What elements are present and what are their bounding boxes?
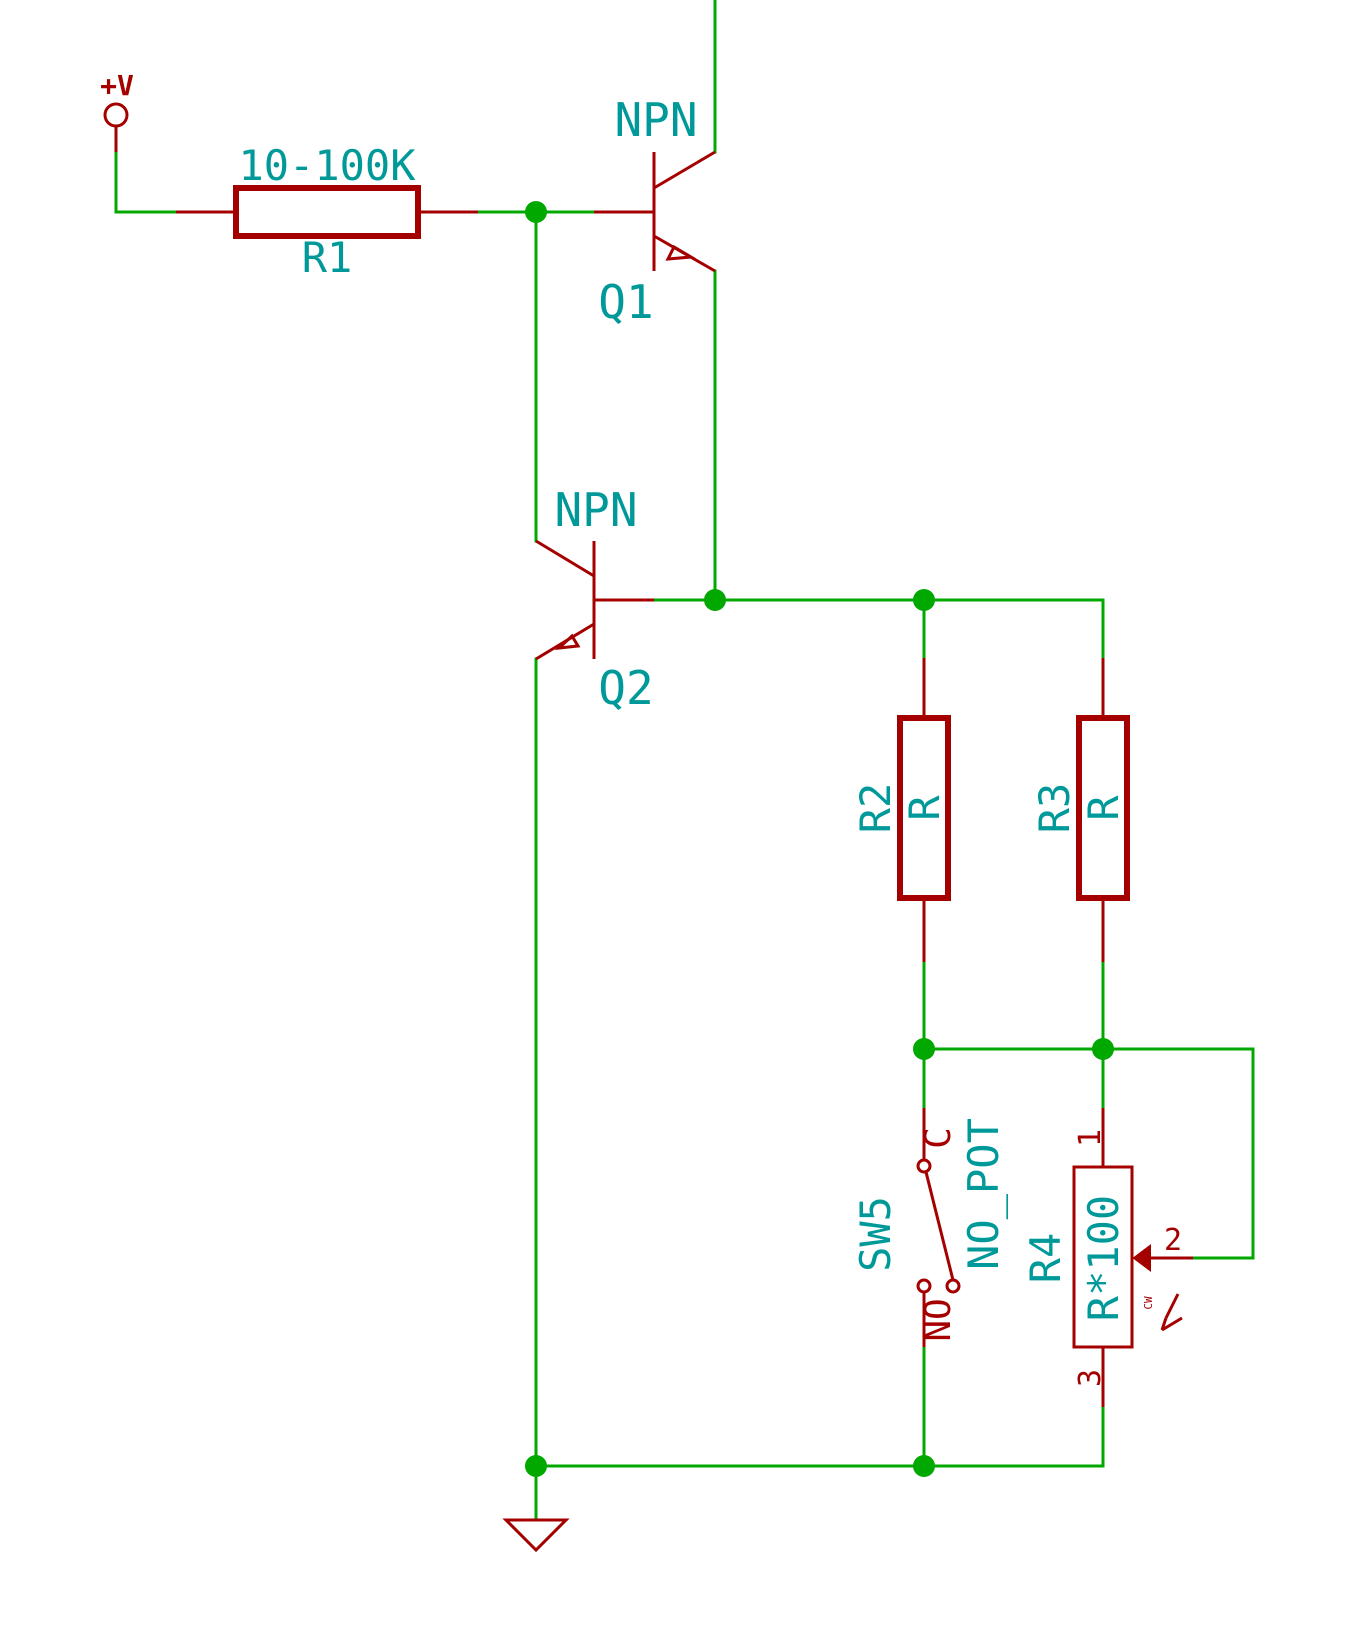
r4-pin1: 1 bbox=[1073, 1129, 1108, 1147]
q2-ref: Q2 bbox=[598, 661, 653, 715]
wire-power-to-r1 bbox=[114, 150, 178, 214]
ground-icon bbox=[502, 1518, 570, 1553]
r4-cw-label: CW bbox=[1142, 1296, 1155, 1310]
r4-value: R*100 bbox=[1079, 1195, 1128, 1321]
r4-pin2: 2 bbox=[1164, 1223, 1182, 1258]
r2-ref: R2 bbox=[851, 783, 900, 834]
npn-transistor-icon bbox=[535, 539, 654, 661]
switch-icon bbox=[916, 1108, 961, 1347]
sw5-pin-c: C bbox=[918, 1127, 959, 1149]
potentiometer-icon bbox=[1072, 1108, 1193, 1407]
power-label: +V bbox=[100, 69, 134, 102]
r4-ref: R4 bbox=[1021, 1233, 1070, 1284]
resistor-icon bbox=[176, 185, 478, 239]
junctions bbox=[525, 201, 1114, 1477]
q2-value: NPN bbox=[554, 483, 637, 537]
wire-ground-to-r4-pin3 bbox=[922, 1405, 1105, 1468]
wire-mid-node-to-wiper bbox=[922, 1047, 1255, 1260]
sw5-ref: SW5 bbox=[851, 1196, 900, 1272]
wire-top-to-r3 bbox=[922, 598, 1105, 660]
junction-mid-left bbox=[913, 1038, 935, 1060]
junction-ground-left bbox=[525, 1455, 547, 1477]
junction-mid-right bbox=[1092, 1038, 1114, 1060]
power-flag-icon bbox=[103, 102, 129, 152]
r3-ref: R3 bbox=[1030, 783, 1079, 834]
junction-q1-base bbox=[525, 201, 547, 223]
junction-top-rail bbox=[913, 589, 935, 611]
q1-ref: Q1 bbox=[598, 275, 653, 329]
r4-pin3: 3 bbox=[1073, 1369, 1108, 1387]
junction-q2-base bbox=[704, 589, 726, 611]
r3-value: R bbox=[1079, 795, 1128, 821]
r1-ref: R1 bbox=[302, 233, 353, 282]
npn-transistor-icon bbox=[594, 150, 716, 273]
junction-ground-mid bbox=[913, 1455, 935, 1477]
resistor-icon bbox=[897, 658, 951, 962]
sw5-pin-no: NO bbox=[918, 1298, 959, 1341]
sw5-value: NO_POT bbox=[959, 1118, 1008, 1270]
r2-value: R bbox=[900, 795, 949, 821]
q1-value: NPN bbox=[614, 93, 697, 147]
r1-value: 10-100K bbox=[238, 141, 416, 190]
resistor-icon bbox=[1076, 658, 1130, 962]
